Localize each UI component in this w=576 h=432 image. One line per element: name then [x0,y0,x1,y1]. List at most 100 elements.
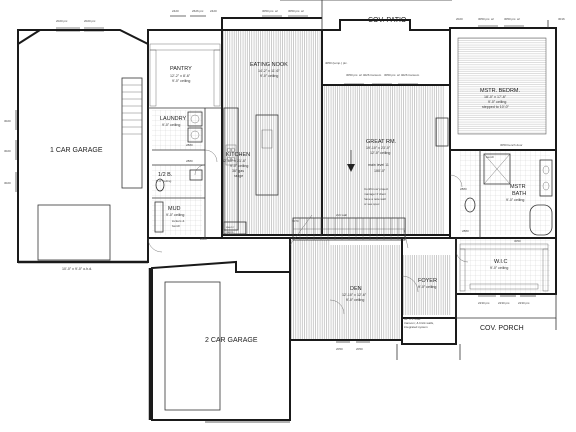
garage1-name: 1 CAR GARAGE [50,147,103,154]
stair-arrow-icon [347,150,355,172]
kitchen-ceiling: 9'-0" ceiling [230,164,248,168]
door-label: 2880 [200,237,207,241]
window-labels: 2020 pic 2020 pic 2420 2626 pic 2420 305… [4,9,565,351]
window-label: 2230 pic. [518,301,530,305]
burner-icon [230,147,236,153]
great-room-floor [322,85,444,235]
master-bath-ceiling: 9'-0" ceiling [506,198,524,202]
mud-tile [152,165,202,235]
shower-note: 3050 bench door [500,143,523,147]
window-label: 3050 pic. w/ [262,9,278,13]
den-dims: 12'-10" x 12'-6" [342,293,367,297]
garage1-roof-edge [17,29,120,45]
master-bath-name1: MSTR [510,184,526,190]
den-ceiling: 9'-0" ceiling [346,298,364,302]
window-label: 3050 pic. w/ 4026 transom [384,73,420,77]
master-tray-ceiling [457,37,547,135]
window-label: 2230 pic. [478,301,490,305]
master-bath-name2: BATH [512,191,526,197]
pantry-ceiling: 9'-0" ceiling [172,79,190,83]
sink-icon [542,165,550,175]
great-room-ceiling: 12'-0" ceiling [370,151,390,155]
wic-name: W.I.C [494,259,507,265]
nook-name: EATING NOOK [250,62,288,68]
pantry-shelf-right [213,49,221,107]
laundry-tile [152,110,202,150]
door-swing-icon [449,174,463,188]
den-name: DEN [350,286,362,292]
wic-shelf-bottom [469,283,539,290]
den-floor-strip [290,240,330,340]
kitchen-name: KITCHEN [226,152,250,158]
mud-name: MUD [168,206,181,212]
door-label: 3050 [514,239,521,243]
toilet-icon [464,197,476,213]
mud-ceiling: 9'-0" ceiling [166,213,184,217]
sink-icon [542,181,550,191]
toilet-icon [155,178,165,192]
window-label: 3020 [4,181,11,185]
door-swing-icon [401,275,419,293]
door-label: 2880 [460,187,467,191]
pantry-shelf-top [149,43,221,51]
mud-note2: bench [172,224,181,228]
north-wall-left [148,17,322,31]
great-room-dims: 19'-10" x 23'-0" [366,146,391,150]
nook-ceiling: 9'-0" ceiling [260,74,278,78]
oven-cabinet [223,221,247,235]
porch-note-3: integrated system [404,325,428,329]
master-bedroom-ceiling2: stepped to 10'-0" [482,105,510,109]
porch-roof [455,294,557,319]
door-swing-icon [329,299,345,315]
bench-label: bench [486,155,495,159]
window-label: 3050 pic. w/ [478,17,494,21]
lockers [154,201,164,233]
door-swing-icon [455,249,469,263]
garage1-walls [17,29,149,263]
door-label: 2880 [186,143,193,147]
cov-patio-label: COV. PATIO [368,17,407,24]
oven-note-2: micro. [226,230,234,234]
vanity-icon [189,169,203,181]
island-sink [261,129,273,149]
oven-note-1: oven / [226,225,234,229]
dryer-drum-icon [190,130,200,140]
laundry-ceiling: 9'-0" ceiling [162,123,180,127]
door-swing-icon [147,237,163,253]
foyer-name: FOYER [418,278,437,284]
patio-bump [321,19,451,86]
leader-line [403,229,409,249]
burner-icon [230,156,236,162]
window-label: 3050 pic. w/ [288,9,304,13]
master-bath-tile [460,150,550,235]
kitchen-note1: 36" gas [232,169,244,173]
kitchen-counter-west [223,107,239,231]
garage2-name: 2 CAR GARAGE [205,337,258,344]
laundry-name: LAUNDRY [160,116,187,122]
door-swing-icon [204,149,218,163]
range-top [225,144,237,166]
pantry-dims: 12'-2" x 8'-6" [170,74,191,78]
cov-porch-label: COV. PORCH [480,325,524,332]
nook-dims: 14'-2" x 11'-6" [258,69,281,73]
tub [529,204,553,236]
confirm-note-2: manager if client [364,192,386,196]
window-label: 2020 [456,17,463,21]
great-room-elev: 100'-0" [374,169,386,173]
halfbath-ceiling: 9'-0" ceiling [156,179,172,183]
den-floor [330,245,400,340]
foyer-floor [403,255,451,315]
halfbath-name: 1/2 B. [158,172,173,178]
window-label: 2420 [210,9,217,13]
window-label: 3020 [4,119,11,123]
garage1-car-pad [37,204,111,261]
foyer-ceiling: 9'-0" ceiling [418,285,436,289]
wic-shelf-left [459,248,466,292]
wic-shelf-top [459,243,549,250]
bath-vanity [539,159,553,197]
wic-shelf-right [542,248,549,292]
confirm-note-3: have a note wall [364,197,386,201]
door-label: 3070 [292,219,299,223]
kitchen-dims: 12'-10" x 21'-6" [222,159,247,163]
